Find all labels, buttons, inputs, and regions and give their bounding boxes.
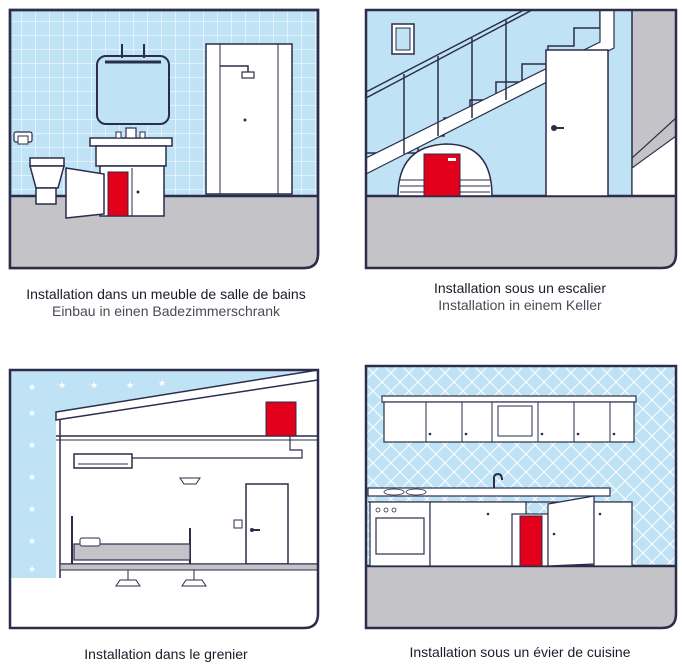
- svg-text:★: ★: [28, 441, 36, 451]
- bathroom-illustration: [8, 8, 320, 270]
- svg-text:★: ★: [28, 505, 36, 515]
- attic-caption-fr: Installation dans le grenier: [84, 646, 248, 662]
- svg-text:★: ★: [28, 473, 36, 483]
- svg-text:★: ★: [158, 379, 166, 389]
- svg-text:★: ★: [28, 383, 36, 393]
- svg-text:★: ★: [28, 537, 36, 547]
- stairs-caption-de: Installation in einem Keller: [438, 297, 602, 313]
- bathroom-caption-de: Einbau in einen Badezimmerschrank: [51, 303, 280, 319]
- svg-text:★: ★: [58, 381, 66, 391]
- kitchen-caption: Installation sous un évier de cuisine: [354, 644, 682, 661]
- attic-illustration: ★ ★ ★ ★ ★ ★ ★ ★ ★ ★ ★: [8, 368, 320, 630]
- stairs-caption-fr: Installation sous un escalier: [434, 280, 606, 296]
- attic-caption: Installation dans le grenier: [0, 646, 332, 663]
- bathroom-caption: Installation dans un meuble de salle de …: [0, 286, 332, 320]
- bathroom-caption-fr: Installation dans un meuble de salle de …: [26, 286, 306, 302]
- svg-text:★: ★: [28, 409, 36, 419]
- svg-text:★: ★: [90, 381, 98, 391]
- stairs-caption: Installation sous un escalier Installati…: [354, 280, 682, 314]
- stairs-illustration: [364, 8, 678, 270]
- svg-text:★: ★: [28, 565, 36, 575]
- svg-text:★: ★: [126, 381, 134, 391]
- kitchen-caption-fr: Installation sous un évier de cuisine: [409, 644, 631, 660]
- kitchen-illustration: [364, 364, 678, 630]
